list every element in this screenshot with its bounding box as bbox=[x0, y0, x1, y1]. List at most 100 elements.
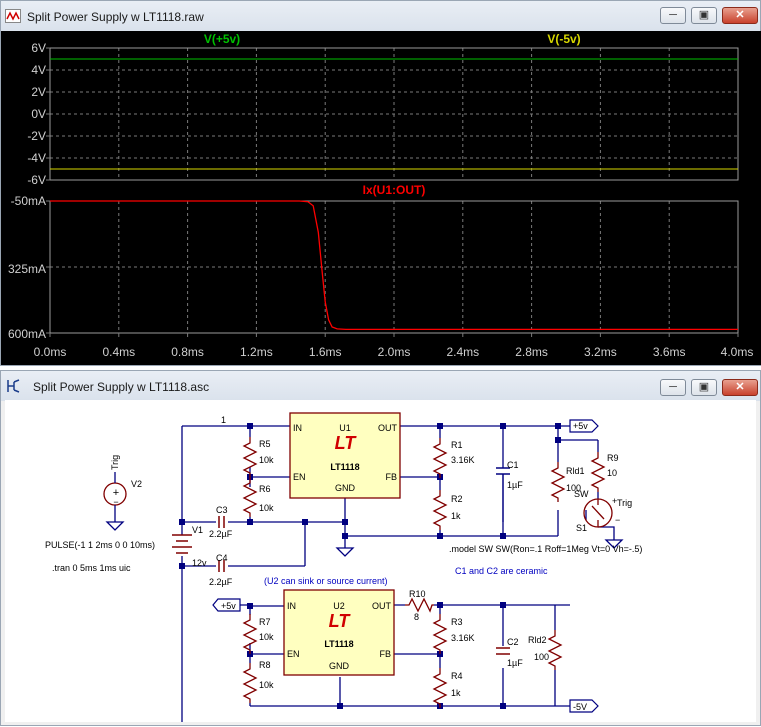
s1-ref: S1 bbox=[576, 523, 587, 533]
port-plus5v-left-label: +5v bbox=[221, 601, 236, 611]
restore-button[interactable]: ▣ bbox=[691, 379, 717, 396]
port-plus5v-top[interactable]: +5v bbox=[569, 419, 599, 433]
rld1-value: 100 bbox=[566, 483, 581, 493]
s1-minus-sign: − bbox=[615, 515, 620, 525]
model-directive[interactable]: .model SW SW(Ron=.1 Roff=1Meg Vt=0 Vh=-.… bbox=[449, 544, 642, 554]
lt-logo-icon: LT bbox=[335, 433, 358, 453]
r7-ref: R7 bbox=[259, 617, 271, 627]
u1-pin-in: IN bbox=[293, 423, 302, 433]
v2-plus-sign: + bbox=[113, 487, 119, 499]
resistor-r5[interactable]: R5 10k bbox=[243, 436, 274, 478]
capacitor-c4[interactable]: C4 2.2µF bbox=[209, 553, 233, 587]
r7-value: 10k bbox=[259, 632, 274, 642]
r4-ref: R4 bbox=[451, 671, 463, 681]
waveform-titlebar[interactable]: Split Power Supply w LT1118.raw ─ ▣ ✕ bbox=[1, 1, 760, 31]
grid-top-pane bbox=[50, 48, 738, 180]
source-v2[interactable]: + − V2 Trig PULSE(-1 1 2ms 0 0 10ms) bbox=[45, 455, 155, 550]
xtick-label: 1.2ms bbox=[240, 345, 273, 359]
ytick-label: 4V bbox=[31, 63, 46, 77]
ytick-label-current: 325mA bbox=[8, 262, 46, 276]
plot-area[interactable]: V(+5v) V(-5v) Ix(U1:OUT) 6V 4V 2V 0V -2V… bbox=[1, 31, 761, 365]
r8-value: 10k bbox=[259, 680, 274, 690]
ytick-label: 2V bbox=[31, 85, 46, 99]
capacitor-c3[interactable]: C3 2.2µF bbox=[209, 505, 233, 539]
xtick-label: 3.6ms bbox=[653, 345, 686, 359]
grid-bottom-pane bbox=[50, 201, 738, 333]
resistor-r6[interactable]: R6 10k bbox=[243, 476, 274, 518]
resistor-rld2[interactable]: Rld2 100 bbox=[528, 629, 562, 671]
close-button[interactable]: ✕ bbox=[722, 379, 758, 396]
ytick-label: 6V bbox=[31, 41, 46, 55]
close-button[interactable]: ✕ bbox=[722, 7, 758, 24]
v2-pulse-value: PULSE(-1 1 2ms 0 0 10ms) bbox=[45, 540, 155, 550]
xtick-label: 4.0ms bbox=[721, 345, 754, 359]
u1-pin-gnd: GND bbox=[335, 483, 356, 493]
r10-value: 8 bbox=[414, 612, 419, 622]
switch-s1[interactable]: SW S1 Trig + − bbox=[574, 489, 632, 533]
battery-v1[interactable]: V1 12v bbox=[172, 525, 207, 568]
s1-plus-sign: + bbox=[612, 496, 617, 506]
tran-directive[interactable]: .tran 0 5ms 1ms uic bbox=[52, 563, 131, 573]
xtick-label: 0.8ms bbox=[171, 345, 204, 359]
restore-button[interactable]: ▣ bbox=[691, 7, 717, 24]
waveform-svg[interactable]: V(+5v) V(-5v) Ix(U1:OUT) 6V 4V 2V 0V -2V… bbox=[1, 31, 761, 365]
port-plus5v-top-label: +5v bbox=[573, 421, 588, 431]
ytick-label-current: -50mA bbox=[11, 194, 46, 208]
u2-pin-in: IN bbox=[287, 601, 296, 611]
resistor-r10[interactable]: R10 8 bbox=[405, 589, 434, 622]
v1-ref: V1 bbox=[192, 525, 203, 535]
r3-value: 3.16K bbox=[451, 633, 475, 643]
resistor-r1[interactable]: R1 3.16K bbox=[433, 437, 475, 479]
r6-ref: R6 bbox=[259, 484, 271, 494]
net-label-1: 1 bbox=[221, 415, 226, 425]
xtick-label: 1.6ms bbox=[309, 345, 342, 359]
r5-ref: R5 bbox=[259, 439, 271, 449]
u2-pin-en: EN bbox=[287, 649, 300, 659]
r2-value: 1k bbox=[451, 511, 461, 521]
schematic-svg[interactable]: IN OUT EN FB GND U1 LT LT1118 IN OUT EN … bbox=[5, 400, 756, 726]
c2-ref: C2 bbox=[507, 637, 519, 647]
resistor-r9[interactable]: R9 10 bbox=[591, 451, 619, 493]
minimize-button[interactable]: ─ bbox=[660, 379, 686, 396]
r5-value: 10k bbox=[259, 455, 274, 465]
v2-minus-sign: − bbox=[113, 497, 118, 507]
u2-ref: U2 bbox=[333, 601, 345, 611]
resistor-r3[interactable]: R3 3.16K bbox=[433, 613, 475, 655]
rld1-ref: Rld1 bbox=[566, 466, 585, 476]
schematic-titlebar[interactable]: Split Power Supply w LT1118.asc ─ ▣ ✕ bbox=[1, 371, 760, 401]
u2-regulator[interactable]: IN OUT EN FB GND U2 LT LT1118 bbox=[283, 589, 395, 676]
capacitor-c2[interactable]: C2 1µF bbox=[496, 637, 523, 668]
c1-ref: C1 bbox=[507, 460, 519, 470]
u1-part: LT1118 bbox=[330, 462, 359, 472]
legend-p5v[interactable]: V(+5v) bbox=[204, 32, 240, 46]
ground-symbols bbox=[105, 521, 624, 557]
ytick-label: -4V bbox=[27, 151, 46, 165]
resistor-r7[interactable]: R7 10k bbox=[243, 613, 274, 655]
c4-value: 2.2µF bbox=[209, 577, 233, 587]
rld2-value: 100 bbox=[534, 652, 549, 662]
minimize-button[interactable]: ─ bbox=[660, 7, 686, 24]
c1-value: 1µF bbox=[507, 480, 523, 490]
r1-ref: R1 bbox=[451, 440, 463, 450]
s1-ctrl-label: Trig bbox=[617, 498, 632, 508]
u2-pin-gnd: GND bbox=[329, 661, 350, 671]
port-minus5v[interactable]: -5V bbox=[569, 699, 599, 713]
ceramic-comment: C1 and C2 are ceramic bbox=[455, 566, 548, 576]
c3-value: 2.2µF bbox=[209, 529, 233, 539]
legend-current[interactable]: Ix(U1:OUT) bbox=[363, 183, 426, 197]
resistor-rld1[interactable]: Rld1 100 bbox=[551, 461, 585, 503]
u2-pin-fb: FB bbox=[379, 649, 391, 659]
capacitor-c1[interactable]: C1 1µF bbox=[496, 460, 523, 522]
schematic-canvas[interactable]: IN OUT EN FB GND U1 LT LT1118 IN OUT EN … bbox=[5, 400, 756, 726]
rld2-ref: Rld2 bbox=[528, 635, 547, 645]
resistor-r8[interactable]: R8 10k bbox=[243, 660, 274, 704]
port-plus5v-left[interactable]: +5v bbox=[212, 598, 241, 612]
v2-net-label: Trig bbox=[110, 455, 120, 470]
u2-part: LT1118 bbox=[324, 639, 353, 649]
legend-m5v[interactable]: V(-5v) bbox=[547, 32, 580, 46]
resistor-r2[interactable]: R2 1k bbox=[433, 489, 463, 531]
u1-ref: U1 bbox=[339, 423, 351, 433]
resistor-r4[interactable]: R4 1k bbox=[433, 667, 463, 709]
u1-regulator[interactable]: IN OUT EN FB GND U1 LT LT1118 bbox=[289, 412, 401, 499]
